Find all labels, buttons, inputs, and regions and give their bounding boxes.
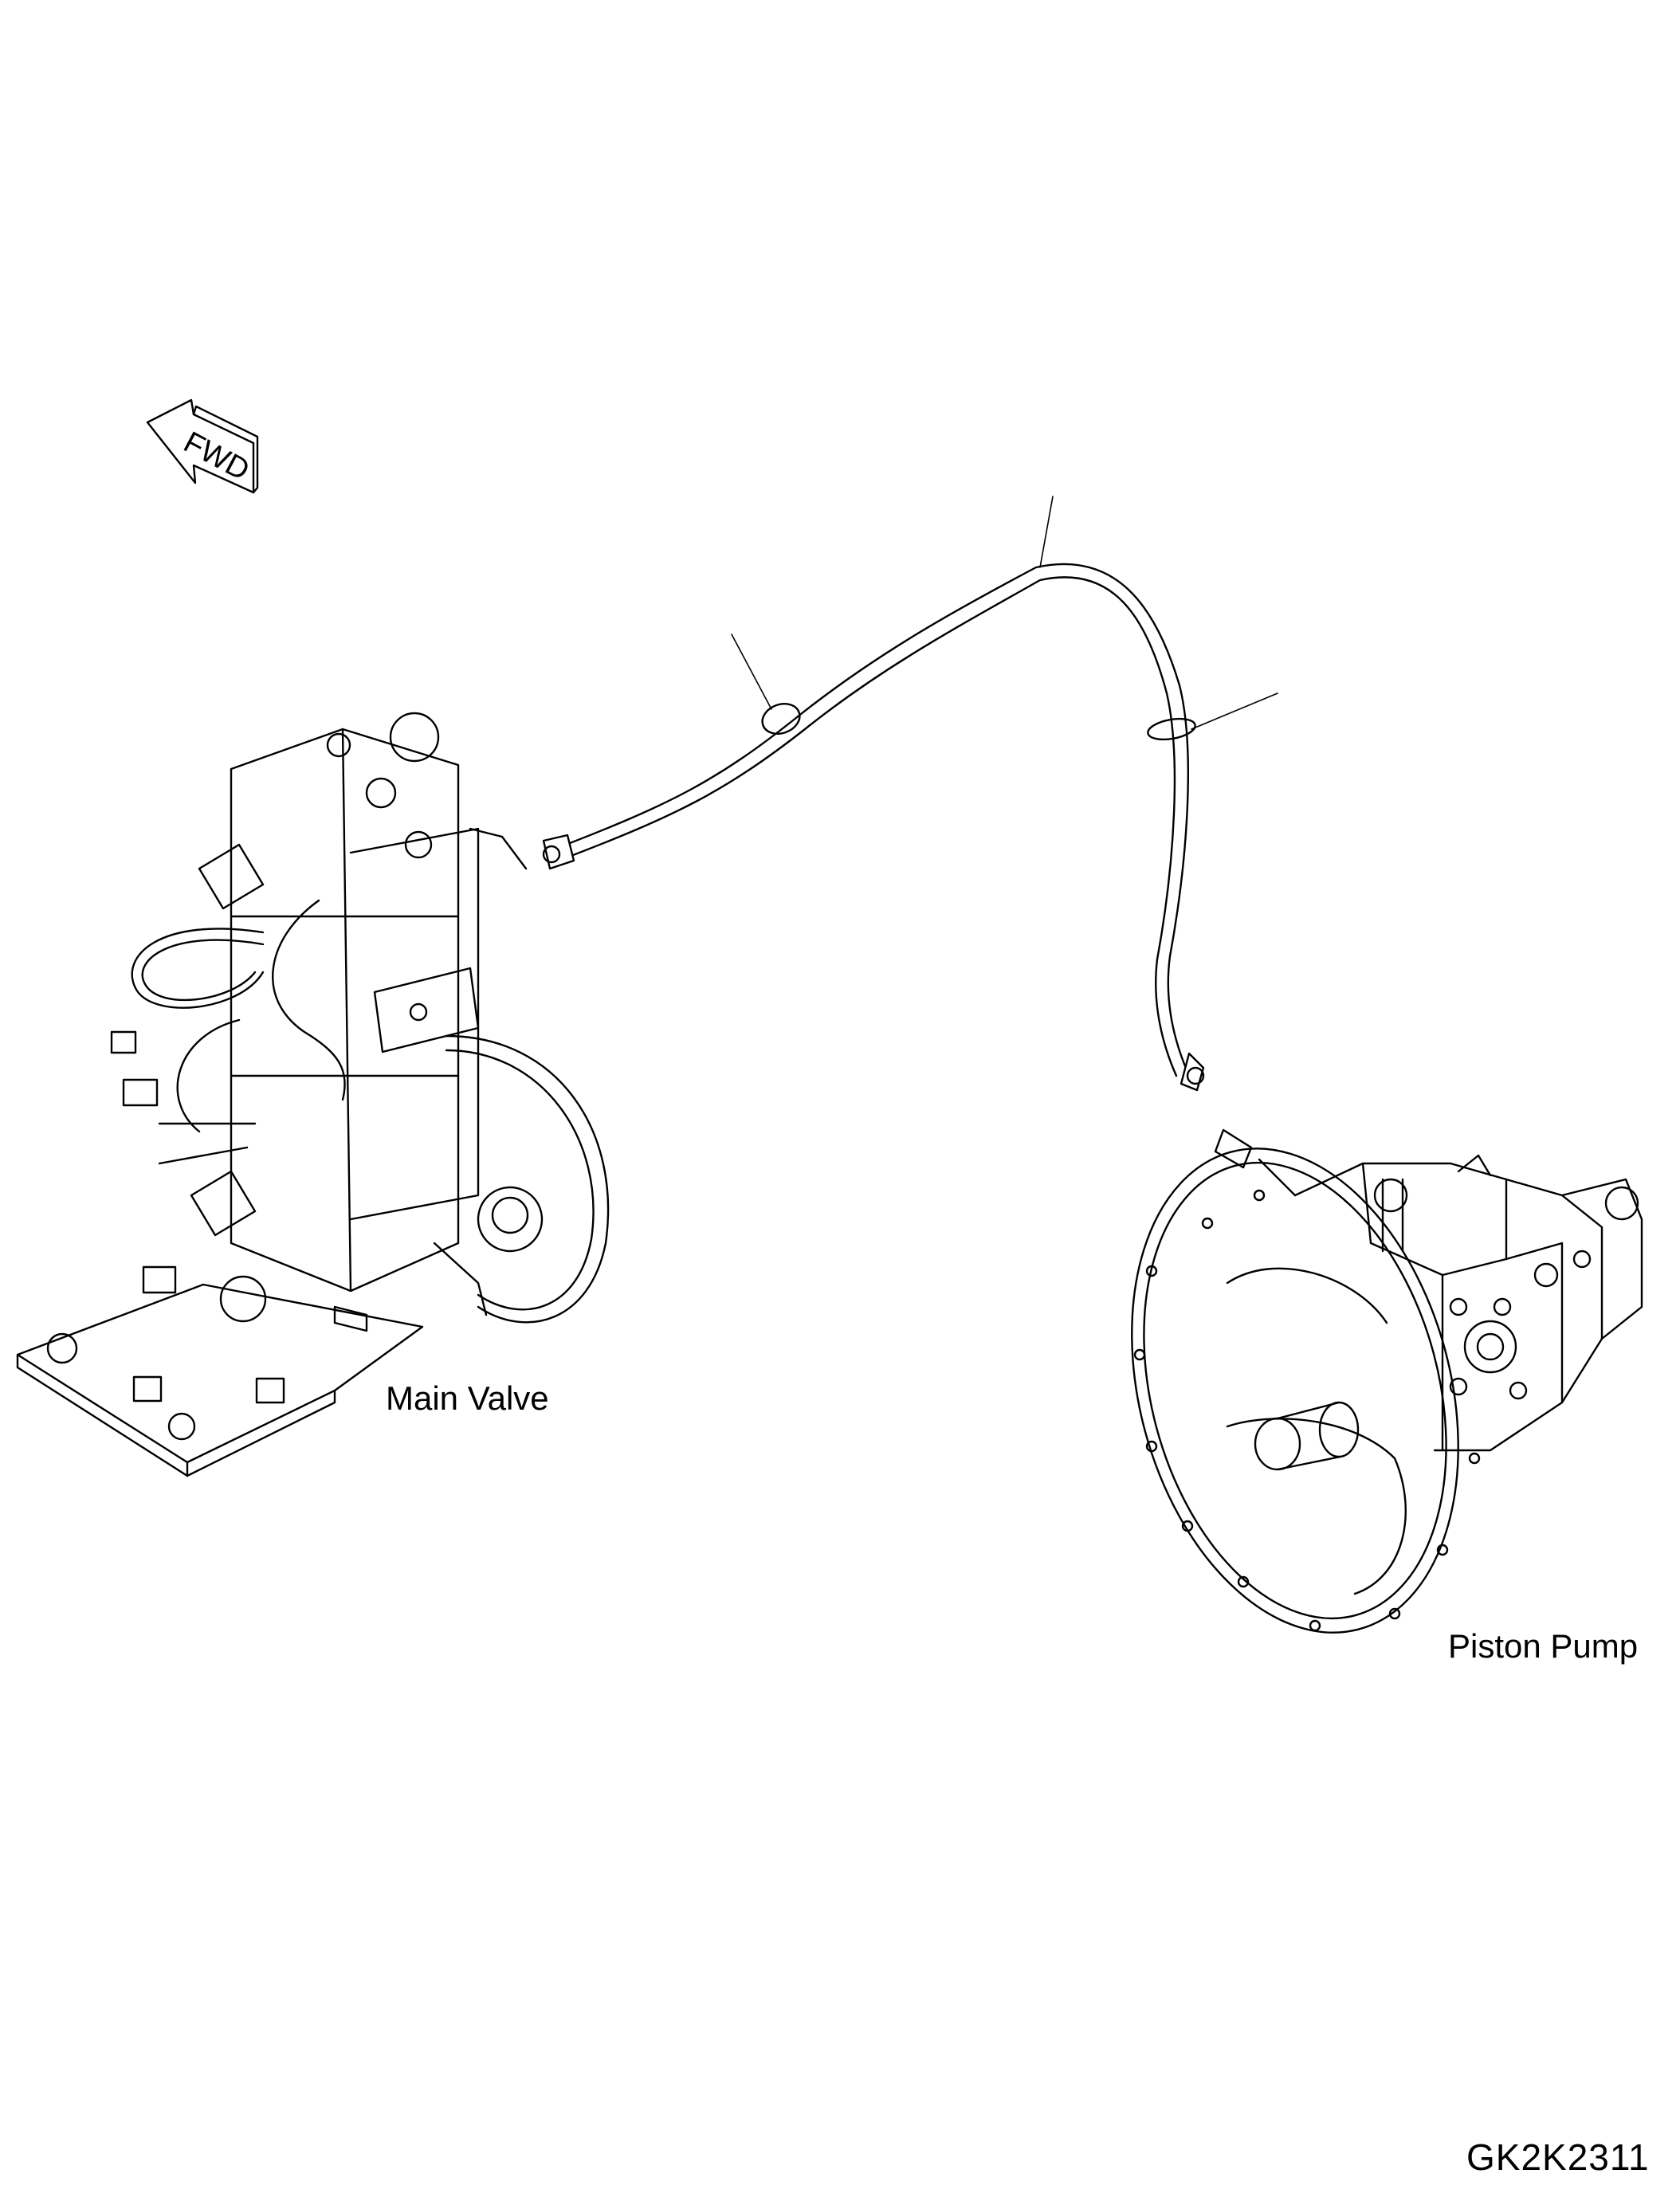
fwd-arrow-icon: FWD (146, 398, 259, 494)
piston-pump-drawing (1131, 1148, 1643, 1634)
main-valve-label: Main Valve (386, 1379, 549, 1417)
main-valve-drawing (16, 712, 610, 1477)
drawing-number: GK2K2311 (1466, 2136, 1650, 2178)
piston-pump-label: Piston Pump (1448, 1627, 1639, 1665)
hose-drawing (542, 496, 1278, 1169)
fwd-arrow-text: FWD (178, 426, 254, 488)
